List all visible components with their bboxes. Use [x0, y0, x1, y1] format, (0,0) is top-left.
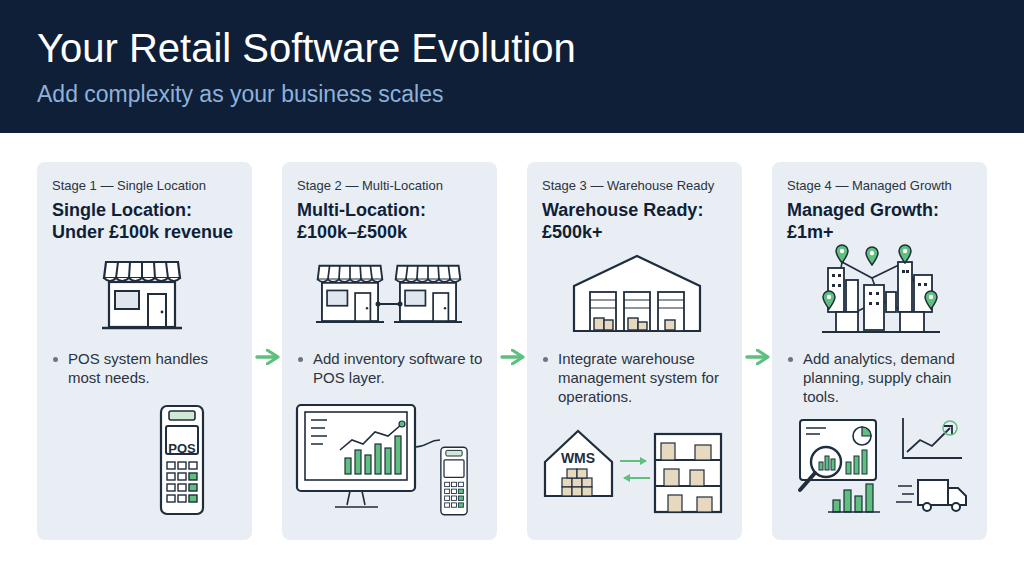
bullet-text: POS system handles most needs. — [68, 350, 240, 388]
flow-arrow — [747, 355, 767, 358]
stage-label: Stage 2 — Multi-Location — [297, 178, 443, 193]
stage-label: Stage 4 — Managed Growth — [787, 178, 952, 193]
stage-heading: Single Location: Under £100k revenue — [52, 200, 242, 243]
stage-label: Stage 3 — Warehouse Ready — [542, 178, 714, 193]
diagram-title: Your Retail Software Evolution — [37, 26, 576, 71]
bullet-dot — [788, 357, 793, 362]
stage-label: Stage 1 — Single Location — [52, 178, 206, 193]
subtitle: Add complexity as your business scales — [37, 83, 444, 106]
stage-heading: Warehouse Ready: £500k+ — [542, 200, 732, 243]
stage-heading: Multi-Location: £100k–£500k — [297, 200, 487, 243]
flow-arrow — [502, 355, 522, 358]
bullet-dot — [298, 357, 303, 362]
bullet-dot — [543, 357, 548, 362]
bullet-dot — [53, 357, 58, 362]
flow-arrow — [257, 355, 277, 358]
bullet-text: Integrate warehouse management system fo… — [558, 350, 730, 406]
wms-label: WMS — [561, 451, 595, 465]
stage-heading: Managed Growth: £1m+ — [787, 200, 977, 243]
bullet-text: Add analytics, demand planning, supply c… — [803, 350, 975, 406]
stage-card: Stage 1 — Single LocationSingle Location… — [37, 162, 252, 540]
bullet-text: Add inventory software to POS layer. — [313, 350, 485, 388]
terminal-label: POS — [168, 442, 195, 455]
